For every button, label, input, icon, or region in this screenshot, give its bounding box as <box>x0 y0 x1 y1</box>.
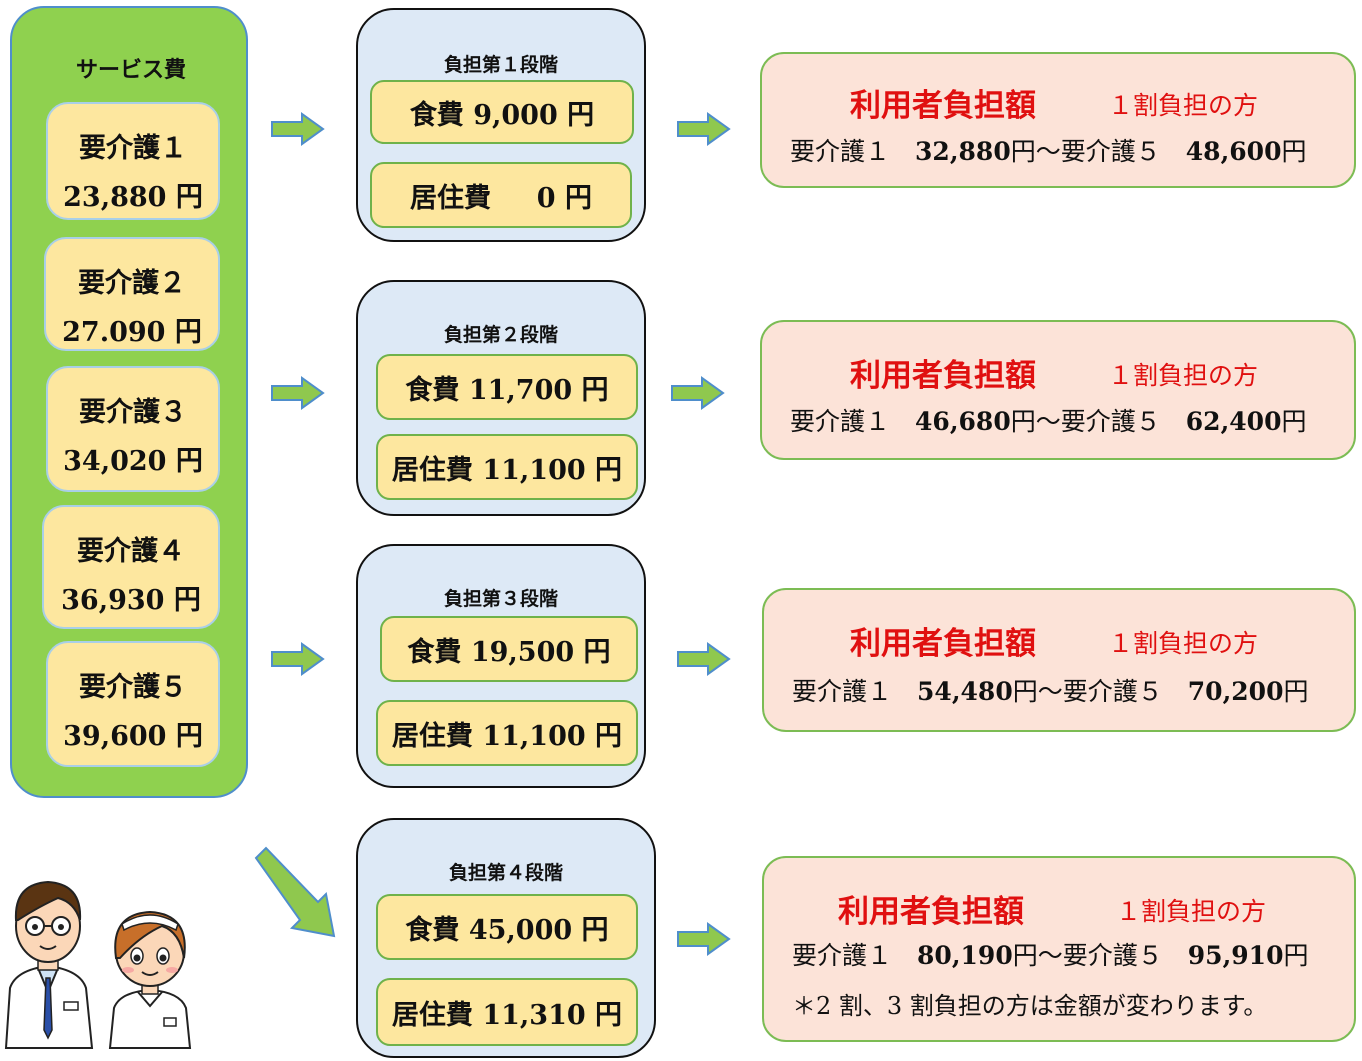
burden-stage-1-panel: 負担第１段階 食費 9,000 円 居住費 0 円 <box>356 8 646 242</box>
care-level-5-box: 要介護５ 39,600 円 <box>46 641 220 767</box>
yen-unit: 円 <box>1281 137 1307 166</box>
burden-stage-3-panel: 負担第３段階 食費 19,500 円 居住費 11,100 円 <box>356 544 646 788</box>
right-arrow-icon <box>271 376 325 410</box>
min-amount: 46,680 <box>915 407 1011 436</box>
result-title: 利用者負担額 <box>850 358 1036 394</box>
max-amount: 48,600 <box>1185 137 1282 166</box>
result-range: 要介護１ 46,680円〜要介護５ 62,400円 <box>790 402 1306 438</box>
yen-unit: 円 <box>1283 941 1309 970</box>
care-level-label: 要介護３ <box>79 397 187 428</box>
result-subtitle: １割負担の方 <box>1108 91 1259 120</box>
min-level-label: 要介護１ <box>792 941 893 970</box>
housing-cost-box: 居住費 11,310 円 <box>376 978 638 1046</box>
care-level-label: 要介護５ <box>79 672 187 703</box>
right-arrow-icon <box>677 112 731 146</box>
food-cost-box: 食費 45,000 円 <box>376 894 638 960</box>
care-level-4-box: 要介護４ 36,930 円 <box>42 505 220 629</box>
doctor-nurse-illustration-icon <box>4 880 192 1049</box>
result-title: 利用者負担額 <box>838 894 1024 930</box>
range-tilde: 〜 <box>1035 137 1061 166</box>
care-level-amount: 36,930 円 <box>61 585 201 616</box>
yen-unit: 円 <box>1283 677 1309 706</box>
stage-title: 負担第３段階 <box>443 588 558 610</box>
care-level-amount: 34,020 円 <box>63 446 203 477</box>
max-level-label: 要介護５ <box>1060 407 1161 436</box>
yen-unit: 円 <box>1281 407 1307 436</box>
max-amount: 62,400 <box>1185 407 1282 436</box>
range-tilde: 〜 <box>1037 941 1063 970</box>
care-level-2-box: 要介護２ 27.090 円 <box>44 237 220 351</box>
housing-cost-box: 居住費 11,100 円 <box>376 434 638 500</box>
care-level-amount: 27.090 円 <box>62 317 202 348</box>
result-subtitle: １割負担の方 <box>1116 897 1267 926</box>
range-tilde: 〜 <box>1037 677 1063 706</box>
result-range: 要介護１ 80,190円〜要介護５ 95,910円 <box>792 936 1308 972</box>
right-arrow-icon <box>271 642 325 676</box>
care-level-label: 要介護４ <box>77 536 185 567</box>
max-level-label: 要介護５ <box>1062 941 1163 970</box>
max-amount: 95,910 <box>1187 941 1284 970</box>
food-cost-box: 食費 9,000 円 <box>370 80 634 144</box>
user-burden-result-2: 利用者負担額 １割負担の方 要介護１ 46,680円〜要介護５ 62,400円 <box>760 320 1356 460</box>
service-fee-title: サービス費 <box>75 57 186 83</box>
result-subtitle: １割負担の方 <box>1108 629 1259 658</box>
yen-unit: 円 <box>1012 941 1038 970</box>
yen-unit: 円 <box>1010 137 1036 166</box>
range-tilde: 〜 <box>1035 407 1061 436</box>
max-level-label: 要介護５ <box>1060 137 1161 166</box>
burden-stage-4-panel: 負担第４段階 食費 45,000 円 居住費 11,310 円 <box>356 818 656 1058</box>
care-level-3-box: 要介護３ 34,020 円 <box>46 366 220 492</box>
care-level-label: 要介護１ <box>79 133 187 164</box>
result-range: 要介護１ 54,480円〜要介護５ 70,200円 <box>792 672 1308 708</box>
min-level-label: 要介護１ <box>792 677 893 706</box>
stage-title: 負担第４段階 <box>448 862 563 884</box>
stage-title: 負担第１段階 <box>443 54 558 76</box>
service-fee-panel: サービス費 要介護１ 23,880 円 要介護２ 27.090 円 要介護３ 3… <box>10 6 248 798</box>
care-level-1-box: 要介護１ 23,880 円 <box>46 102 220 220</box>
result-title: 利用者負担額 <box>850 88 1036 124</box>
result-range: 要介護１ 32,880円〜要介護５ 48,600円 <box>790 132 1306 168</box>
yen-unit: 円 <box>1010 407 1036 436</box>
housing-cost-box: 居住費 0 円 <box>370 162 632 228</box>
right-arrow-icon <box>677 642 731 676</box>
min-amount: 54,480 <box>917 677 1013 706</box>
care-level-amount: 39,600 円 <box>63 721 203 752</box>
right-arrow-icon <box>677 922 731 956</box>
user-burden-result-3: 利用者負担額 １割負担の方 要介護１ 54,480円〜要介護５ 70,200円 <box>762 588 1356 732</box>
min-level-label: 要介護１ <box>790 137 891 166</box>
result-subtitle: １割負担の方 <box>1108 361 1259 390</box>
right-arrow-icon <box>271 112 325 146</box>
stage-title: 負担第２段階 <box>443 324 558 346</box>
housing-cost-box: 居住費 11,100 円 <box>376 700 638 766</box>
result-title: 利用者負担額 <box>850 626 1036 662</box>
min-amount: 80,190 <box>917 941 1013 970</box>
burden-stage-2-panel: 負担第２段階 食費 11,700 円 居住費 11,100 円 <box>356 280 646 516</box>
user-burden-result-1: 利用者負担額 １割負担の方 要介護１ 32,880円〜要介護５ 48,600円 <box>760 52 1356 188</box>
food-cost-box: 食費 19,500 円 <box>380 616 638 682</box>
min-amount: 32,880 <box>915 137 1011 166</box>
care-level-label: 要介護２ <box>78 268 186 299</box>
right-arrow-icon <box>671 376 725 410</box>
yen-unit: 円 <box>1012 677 1038 706</box>
rate-change-note: ＊2 割、3 割負担の方は金額が変わります。 <box>792 992 1268 1020</box>
diagonal-arrow-icon <box>254 846 336 938</box>
user-burden-result-4: 利用者負担額 １割負担の方 要介護１ 80,190円〜要介護５ 95,910円 … <box>762 856 1356 1042</box>
max-level-label: 要介護５ <box>1062 677 1163 706</box>
food-cost-box: 食費 11,700 円 <box>376 354 638 420</box>
max-amount: 70,200 <box>1187 677 1284 706</box>
care-level-amount: 23,880 円 <box>63 182 203 213</box>
min-level-label: 要介護１ <box>790 407 891 436</box>
